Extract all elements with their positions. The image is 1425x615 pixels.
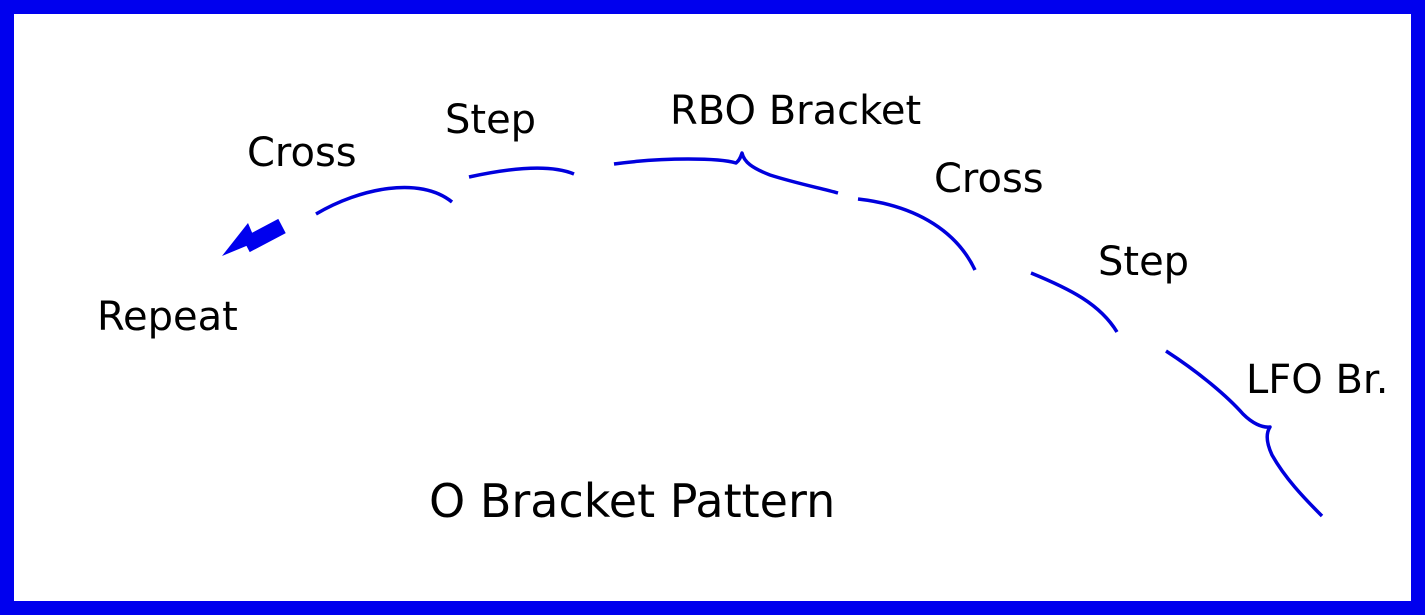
repeat-arrow-head [222, 223, 256, 256]
label-step-1: Step [445, 97, 537, 143]
repeat-arrow-icon [222, 218, 286, 256]
label-cross-2: Cross [934, 156, 1044, 202]
path-segment-step-2 [1030, 271, 1119, 333]
repeat-arrow-shaft [242, 218, 286, 253]
path-segment-step-1 [468, 166, 575, 179]
path-segment-rbo-bracket [613, 151, 839, 195]
label-step-2: Step [1098, 239, 1190, 285]
path-segment-lfo-bracket [1165, 349, 1324, 518]
path-segment-cross-1 [315, 185, 454, 216]
label-repeat: Repeat [97, 294, 238, 340]
path-segment-cross-2 [857, 197, 977, 271]
label-rbo-bracket: RBO Bracket [670, 88, 922, 134]
label-lfo-bracket: LFO Br. [1246, 357, 1389, 403]
diagram-title: O Bracket Pattern [429, 474, 836, 528]
label-cross-1: Cross [247, 130, 357, 176]
